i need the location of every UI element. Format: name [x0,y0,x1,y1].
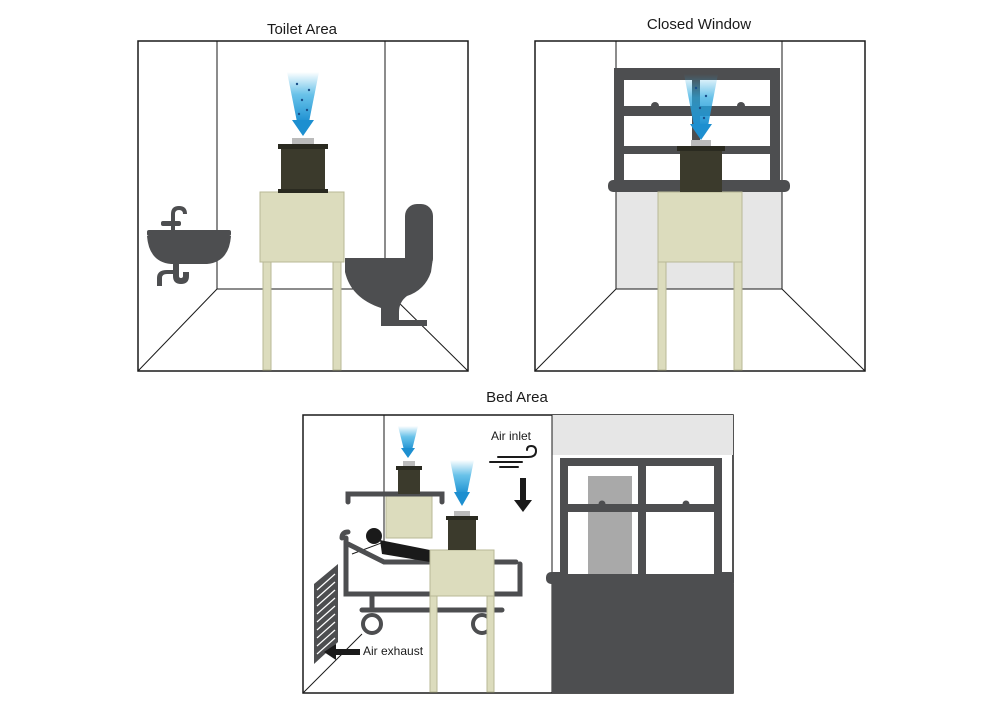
stand [259,191,345,371]
toilet-area-title: Toilet Area [266,21,338,38]
disinfection-device [677,140,725,192]
patient-icon [366,528,430,562]
vent-grille-icon [314,564,338,664]
bed-area-panel [302,414,734,694]
stand [385,493,433,539]
spray-icon [684,74,718,140]
window-door [546,458,734,693]
spray-icon [287,72,319,136]
air-inlet-icon [489,444,538,468]
bed-area-title: Bed Area [486,389,548,406]
disinfection-device [446,511,478,550]
air-exhaust-arrow-icon [324,644,360,660]
stand [429,549,495,693]
inlet-down-arrow-icon [514,478,532,512]
closed-window-title: Closed Window [646,16,752,33]
toilet-area-panel [137,40,469,372]
disinfection-device [396,461,422,494]
air-exhaust-label: Air exhaust [363,644,424,658]
disinfection-device [278,138,328,193]
spray-icon [398,426,418,458]
stand [657,191,743,371]
toilet-icon [345,204,433,326]
air-inlet-label: Air inlet [491,429,532,443]
spray-icon [450,460,474,506]
closed-window-panel [534,40,866,372]
sink-icon [147,206,231,286]
